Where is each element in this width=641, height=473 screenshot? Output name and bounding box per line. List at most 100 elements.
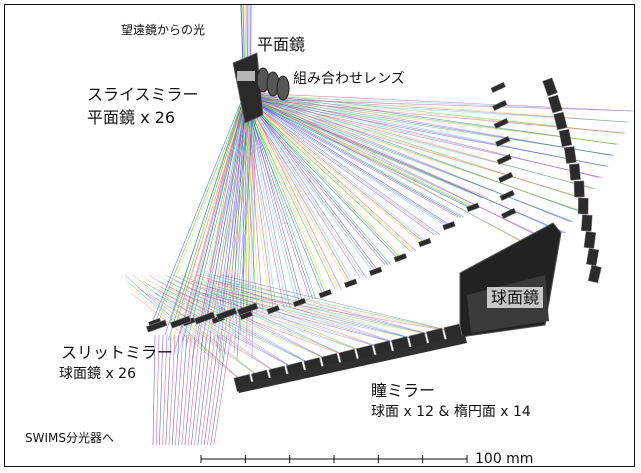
pupil-ray	[214, 280, 436, 337]
exit-ray	[207, 334, 224, 446]
upper-mirror	[497, 171, 514, 184]
slicer-ray	[242, 96, 336, 290]
slicer-ray	[244, 96, 438, 236]
slicer-ray	[244, 96, 326, 295]
slicer-ray	[246, 96, 416, 252]
slit-mirror-count-label: 球面鏡 x 26	[59, 366, 136, 382]
exit-ray	[181, 334, 192, 446]
slicer-ray	[242, 96, 258, 314]
slicer-ray	[250, 98, 582, 211]
slit-mirror	[145, 319, 168, 333]
slicer-ray	[157, 96, 248, 324]
upper-mirror	[496, 153, 512, 166]
slit-ray	[227, 106, 252, 342]
incoming-ray	[240, 5, 244, 68]
pupil-ray	[176, 286, 349, 358]
slicer-ray	[244, 96, 450, 227]
pupil-ray	[224, 286, 454, 332]
slicer-ray	[246, 96, 392, 266]
spherical-segment	[577, 197, 589, 215]
slit-ray	[170, 106, 243, 348]
arc-mirror	[466, 202, 480, 212]
slit-ray	[200, 106, 248, 348]
pupil-ray	[198, 280, 401, 345]
slicer-ray	[250, 98, 609, 167]
slicer-ray	[244, 96, 401, 259]
slicer-ray	[242, 96, 410, 252]
pupil-ray	[186, 292, 366, 353]
exit-ray	[187, 334, 200, 446]
figure-frame: 望遠鏡からの光 平面鏡 組み合わせレンズ スライスミラー 平面鏡 x 26 球面…	[4, 4, 635, 467]
combo-lens-element	[276, 75, 290, 101]
slicer-ray	[246, 96, 465, 218]
pupil-ray	[216, 286, 436, 337]
pupil-ray	[226, 292, 454, 332]
pupil-ray	[144, 286, 279, 374]
incoming-ray	[244, 5, 247, 68]
slit-ray	[236, 106, 254, 360]
exit-ray	[162, 334, 168, 446]
slicer-ray	[250, 98, 615, 156]
exit-ray	[210, 334, 228, 446]
slicer-ray	[242, 96, 447, 227]
slicer-ray	[242, 96, 398, 259]
exit-ray	[175, 334, 184, 446]
pupil-ray	[184, 286, 366, 353]
arc-mirror	[368, 266, 383, 276]
arc-mirror	[343, 278, 358, 288]
slit-ray	[185, 106, 245, 348]
pupil-ray	[192, 286, 384, 349]
exit-ray	[171, 334, 180, 446]
pupil-ray	[194, 292, 384, 349]
exit-ray	[197, 334, 212, 446]
slit-ray	[203, 106, 248, 354]
slicer-ray	[250, 95, 633, 112]
upper-mirror	[493, 117, 509, 130]
pupil-ray	[152, 286, 296, 370]
slice-mirror-label: スライスミラー	[87, 85, 199, 104]
exit-ray	[155, 334, 160, 446]
pupil-ray	[210, 292, 419, 341]
slicer-ray	[244, 96, 377, 272]
exit-ray	[165, 334, 172, 446]
slicer-ray	[185, 96, 244, 323]
slicer-ray	[246, 96, 367, 279]
exit-ray	[168, 334, 176, 446]
arc-mirror	[266, 305, 280, 315]
slit-ray	[212, 106, 250, 342]
spherical-mirror-label: 球面鏡	[487, 287, 544, 309]
pupil-ray	[148, 274, 296, 370]
slicer-ray	[250, 98, 603, 178]
slicer-ray	[242, 96, 423, 244]
spherical-segment	[587, 264, 602, 284]
pupil-ray	[142, 280, 279, 374]
slit-ray	[167, 106, 242, 342]
flat-mirror-label: 平面鏡	[257, 35, 306, 54]
exit-ray	[200, 334, 216, 446]
pupil-ray	[140, 274, 279, 374]
slit-ray	[215, 106, 250, 348]
slicer-ray	[244, 96, 364, 279]
arc-mirror	[442, 221, 456, 231]
spherical-segment	[568, 163, 581, 181]
spherical-segment	[542, 77, 558, 97]
pupil-ray	[200, 286, 401, 345]
optical-diagram	[124, 5, 634, 463]
slicer-ray	[250, 92, 631, 112]
arc-mirror	[418, 237, 432, 248]
spherical-segment	[563, 146, 577, 164]
pupil-ray	[136, 286, 261, 379]
pupil-ray	[134, 280, 261, 378]
slit-mirror	[193, 311, 216, 325]
ray-bundles	[124, 5, 634, 446]
slicer-ray	[244, 96, 352, 284]
spherical-segment	[583, 231, 597, 249]
slit-ray	[197, 106, 247, 342]
flat-mirror	[232, 52, 264, 124]
scale-label: 100 mm	[475, 451, 534, 467]
upper-mirror	[500, 207, 517, 220]
pupil-mount	[237, 335, 467, 393]
arc-mirror	[318, 289, 333, 299]
exit-ray	[191, 334, 204, 446]
pupil-ray	[132, 274, 261, 378]
